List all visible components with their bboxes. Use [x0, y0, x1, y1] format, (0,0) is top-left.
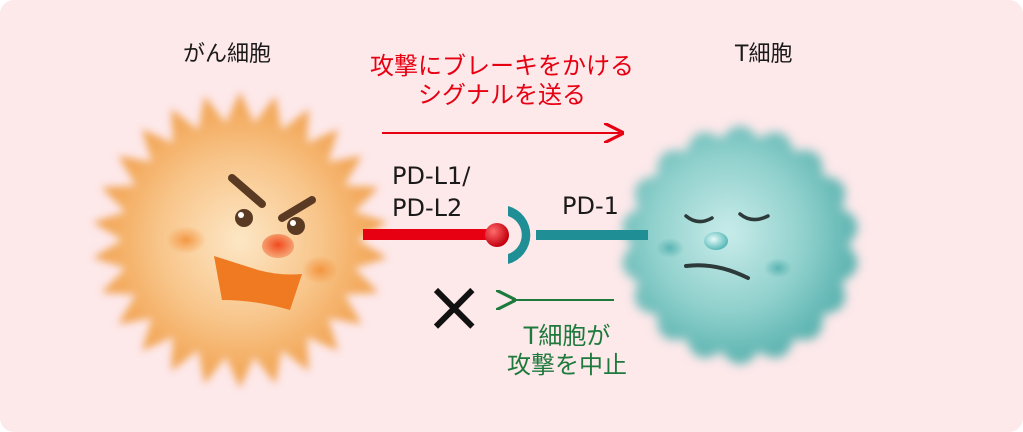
stop-attack-text: T細胞が 攻撃を中止 — [482, 322, 652, 380]
brake-signal-text: 攻撃にブレーキをかける シグナルを送る — [352, 52, 652, 110]
cancer-cell-label: がん細胞 — [183, 42, 272, 67]
brake-signal-line2: シグナルを送る — [418, 80, 586, 109]
cancer-eyebrow-right — [278, 196, 316, 222]
tcell-eye-left — [684, 214, 714, 224]
cancer-cell — [93, 92, 387, 388]
brake-signal-line1: 攻撃にブレーキをかける — [370, 52, 634, 80]
cancer-blush-right — [302, 256, 338, 284]
block-mark: × — [424, 264, 485, 348]
cancer-eye-left — [235, 209, 253, 227]
pd-1-rod — [536, 230, 648, 240]
pd-l1-rod — [363, 229, 499, 240]
cancer-mouth — [214, 256, 302, 310]
t-cell-body — [622, 126, 858, 364]
ligand-label-line2: PD-L2 — [392, 194, 463, 222]
cancer-eye-right — [287, 217, 305, 235]
tcell-eye-right — [738, 212, 770, 222]
cancer-cell-body — [93, 92, 387, 388]
tcell-mouth — [684, 263, 750, 280]
cancer-blush-left — [166, 226, 206, 254]
cancer-nose — [262, 234, 294, 258]
stop-attack-line1: T細胞が — [523, 322, 611, 350]
ligand-label: PD-L1/ PD-L2 — [392, 160, 470, 224]
tcell-blush-right — [764, 258, 792, 278]
pd-l1-ball — [485, 223, 509, 247]
tcell-blush-left — [656, 238, 684, 258]
cancer-eye-right-shine — [290, 220, 296, 226]
stop-attack-line2: 攻撃を中止 — [507, 350, 627, 379]
tcell-nose — [704, 232, 728, 250]
t-cell — [622, 126, 858, 364]
ligand-label-line1: PD-L1/ — [392, 162, 471, 190]
receptor-label: PD-1 — [562, 192, 619, 220]
cancer-eyebrow-left — [228, 174, 266, 208]
pd-1-cup — [508, 206, 531, 264]
t-cell-label: T細胞 — [735, 42, 793, 67]
cancer-eye-left-shine — [238, 212, 244, 218]
